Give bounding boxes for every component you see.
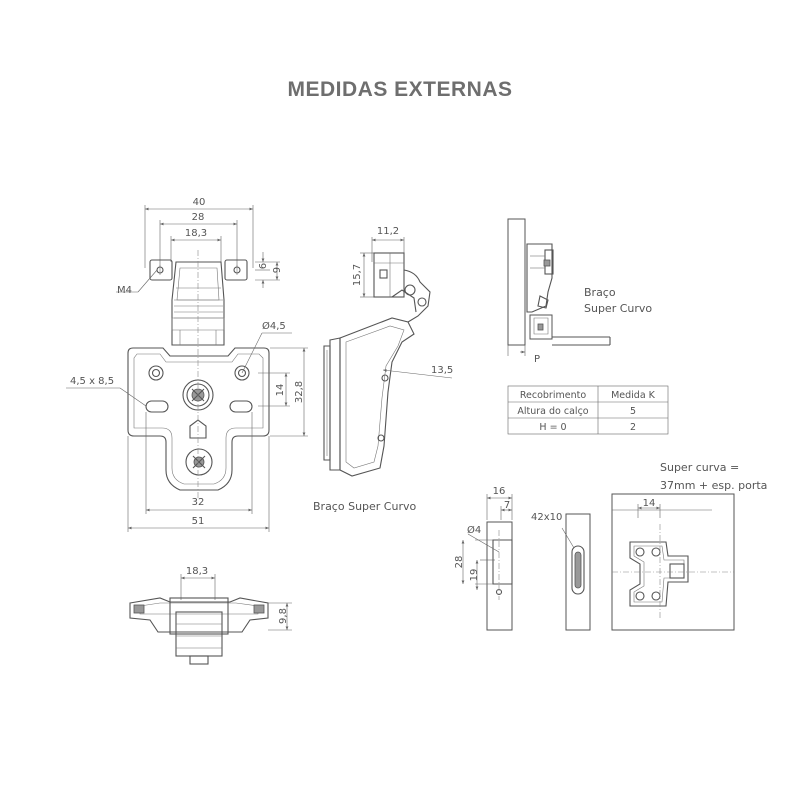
dim-9-8: 9,8 <box>278 608 289 624</box>
sheet-title: MEDIDAS EXTERNAS <box>287 78 512 101</box>
hinge-mounted-view <box>507 218 611 356</box>
dim-15-7: 15,7 <box>352 264 363 286</box>
hinge-side-view <box>323 237 453 477</box>
label-m4: M4 <box>117 285 132 296</box>
hinge-bottom-view <box>129 574 292 665</box>
dim-51: 51 <box>192 516 205 527</box>
cup-drilling-view <box>461 494 591 631</box>
label-d4: Ø4 <box>467 524 481 536</box>
dim-11-2: 11,2 <box>377 226 399 237</box>
dim-cup-28: 28 <box>454 556 465 569</box>
overlay-table <box>507 385 669 435</box>
dim-18-3: 18,3 <box>185 228 207 239</box>
dim-6: 6 <box>258 263 269 269</box>
dim-14: 14 <box>275 384 286 397</box>
mounted-caption-line1: Braço <box>584 286 616 299</box>
table-header-medida-k: Medida K <box>611 390 656 401</box>
dim-plate-14: 14 <box>643 498 656 509</box>
dim-7: 7 <box>504 500 510 511</box>
plate-note-line2: 37mm + esp. porta <box>660 479 767 492</box>
side-view-caption: Braço Super Curvo <box>313 500 416 513</box>
table-cell: 5 <box>630 406 636 417</box>
dim-40: 40 <box>193 197 206 208</box>
dim-bottom-18-3: 18,3 <box>186 566 208 577</box>
table-cell: Altura do calço <box>517 406 588 417</box>
table-cell: H = 0 <box>539 422 566 433</box>
table-cell: 2 <box>630 422 636 433</box>
dim-32-8: 32,8 <box>294 381 305 403</box>
plate-note-line1: Super curva = <box>660 461 739 474</box>
label-slot-size: 4,5 x 8,5 <box>70 376 114 387</box>
dim-16: 16 <box>493 486 506 497</box>
hinge-front-view <box>66 205 308 532</box>
mounting-plate-view <box>611 493 735 631</box>
mounted-caption-line2: Super Curvo <box>584 302 652 315</box>
label-42x10: 42x10 <box>531 512 562 523</box>
table-header-recobrimento: Recobrimento <box>520 390 586 401</box>
label-p: P <box>534 354 540 365</box>
dim-9: 9 <box>272 267 283 273</box>
dim-19: 19 <box>469 569 480 582</box>
dim-32: 32 <box>192 497 205 508</box>
dim-13-5: 13,5 <box>431 365 453 376</box>
dim-28: 28 <box>192 212 205 223</box>
label-hole-diameter: Ø4,5 <box>262 320 286 332</box>
